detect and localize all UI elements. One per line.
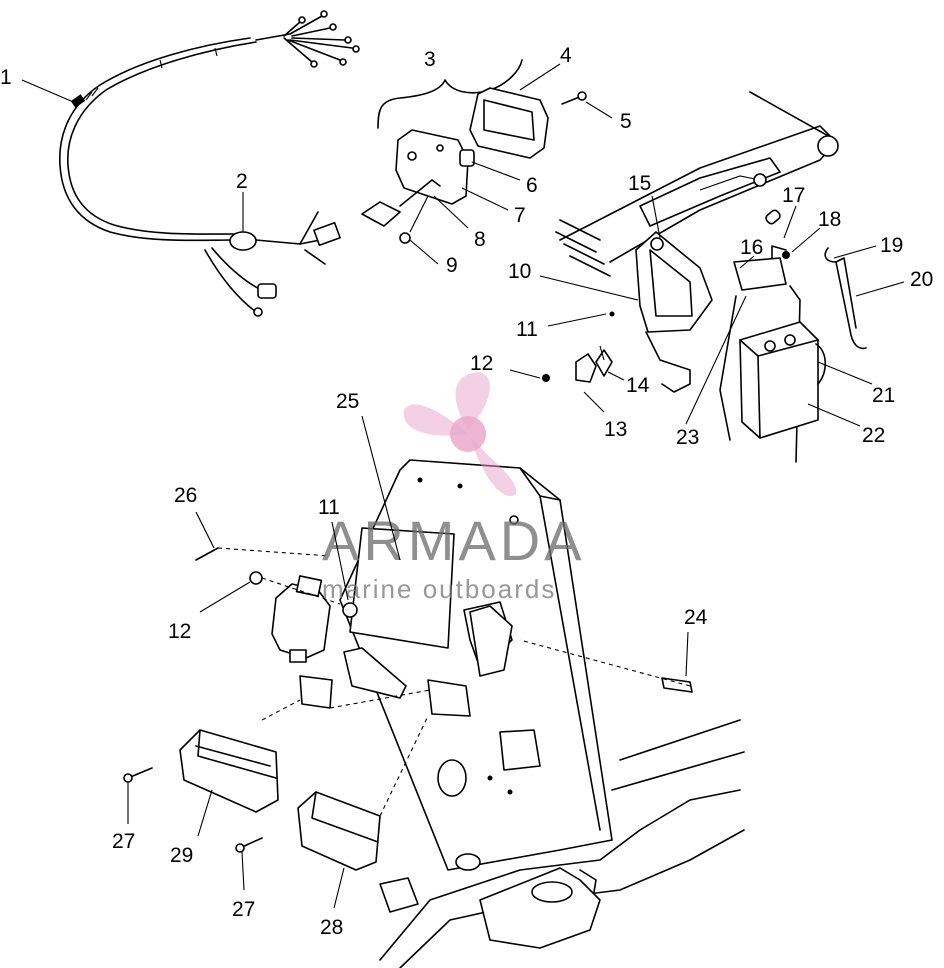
callout-29: 29: [170, 844, 193, 867]
callout-12-lower: 12: [168, 620, 191, 643]
callout-11: 11: [516, 318, 538, 341]
callout-9: 9: [446, 254, 458, 277]
callout-14: 14: [626, 374, 650, 397]
watermark-tagline: marine outboards: [322, 574, 556, 604]
callout-2: 2: [236, 170, 248, 193]
callout-11-lower: 11: [318, 496, 340, 519]
callout-26: 26: [174, 484, 197, 507]
mounting-panel: [339, 459, 613, 871]
watermark-brand: ARMADA: [322, 509, 586, 572]
callout-4: 4: [560, 44, 572, 67]
callout-17: 17: [782, 184, 805, 207]
callout-12: 12: [470, 352, 493, 375]
callout-5: 5: [620, 110, 632, 133]
callout-18: 18: [818, 208, 841, 231]
callout-21: 21: [872, 384, 895, 407]
callout-1: 1: [0, 66, 12, 89]
callout-27-lower: 27: [232, 898, 255, 921]
armada-watermark: ARMADA marine outboards: [322, 372, 586, 604]
callout-10: 10: [508, 260, 531, 283]
callout-7: 7: [514, 204, 526, 227]
callout-23: 23: [676, 426, 699, 449]
tail-lamp-assembly: [361, 59, 587, 244]
callout-16: 16: [740, 236, 763, 259]
callout-28: 28: [320, 916, 343, 939]
callout-8: 8: [474, 228, 486, 251]
callout-20: 20: [910, 268, 933, 291]
wiring-harness: [59, 10, 360, 317]
lower-frame: [379, 719, 745, 968]
callout-25: 25: [336, 390, 359, 413]
lower-components: [123, 547, 693, 871]
callout-19: 19: [880, 234, 903, 257]
callout-labels: 1 2 3 4 5 6 7 8 9 10 11 12 13 14 15 16 1…: [0, 44, 933, 939]
propeller-logo: [403, 372, 517, 497]
callout-24: 24: [684, 606, 708, 629]
callout-13: 13: [604, 418, 627, 441]
callout-22: 22: [862, 424, 885, 447]
callout-27: 27: [112, 830, 135, 853]
callout-6: 6: [526, 174, 538, 197]
leader-lines: [21, 63, 905, 909]
callout-3: 3: [424, 48, 436, 71]
battery-frame-assembly: [542, 91, 867, 463]
callout-15: 15: [628, 172, 651, 195]
